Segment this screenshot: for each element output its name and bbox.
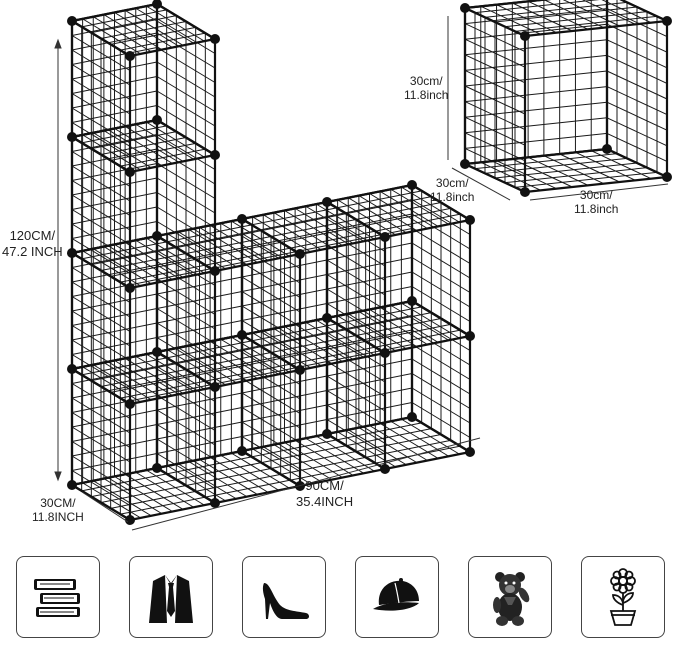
dimension-lines bbox=[54, 16, 669, 531]
height-dimension-label: 120CM/ 47.2 INCH bbox=[2, 228, 63, 260]
cube-depth-cm: 30cm/ bbox=[435, 176, 469, 190]
books-icon bbox=[16, 556, 100, 638]
width-cm: 90CM/ bbox=[305, 478, 344, 493]
cube-width-cm: 30cm/ bbox=[579, 188, 613, 202]
cube-height-cm: 30cm/ bbox=[409, 74, 443, 88]
depth-cm: 30CM/ bbox=[40, 496, 76, 510]
wire-panels bbox=[71, 0, 668, 521]
cube-depth-inch: 11.8inch bbox=[430, 190, 475, 204]
panel-frames bbox=[70, 0, 669, 522]
high-heel-icon bbox=[242, 556, 326, 638]
width-inch: 35.4INCH bbox=[296, 494, 354, 509]
depth-dimension-label: 30CM/ 11.8INCH bbox=[32, 496, 84, 524]
shirt-tie-icon bbox=[129, 556, 213, 638]
cube-depth-label: 30cm/ 11.8inch bbox=[430, 176, 474, 204]
flower-pot-icon bbox=[581, 556, 665, 638]
cap-icon bbox=[355, 556, 439, 638]
wire-cube-storage-illustration bbox=[54, 0, 672, 531]
cube-height-label: 30cm/ 11.8inch bbox=[404, 74, 448, 102]
cube-height-inch: 11.8inch bbox=[404, 88, 449, 102]
depth-inch: 11.8INCH bbox=[32, 510, 84, 524]
cube-width-inch: 11.8inch bbox=[574, 202, 619, 216]
height-cm: 120CM/ bbox=[9, 228, 56, 243]
teddy-bear-icon bbox=[468, 556, 552, 638]
usage-icon-row bbox=[0, 556, 679, 638]
panel-connectors bbox=[67, 0, 672, 525]
height-inch: 47.2 INCH bbox=[2, 244, 63, 259]
width-dimension-label: 90CM/ 35.4INCH bbox=[296, 478, 353, 510]
cube-width-label: 30cm/ 11.8inch bbox=[574, 188, 618, 216]
